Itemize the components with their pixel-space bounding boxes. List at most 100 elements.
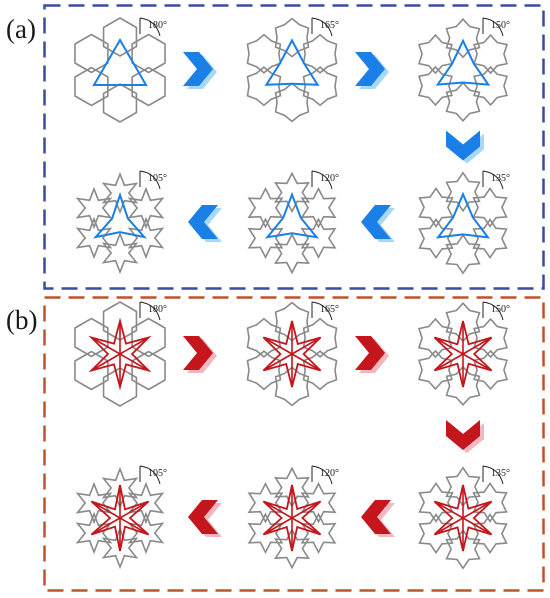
tile-outline [300, 217, 337, 260]
angle-label: 105° [148, 468, 167, 479]
stage-3 [417, 18, 509, 122]
angle-label: 180° [148, 304, 167, 315]
tile-outline [74, 33, 109, 74]
tile-outline [445, 81, 481, 122]
highlight-spoke [91, 336, 121, 355]
angle-label: 180° [148, 20, 167, 31]
arrow-3-4 [446, 130, 484, 164]
highlight-spoke [434, 336, 464, 355]
angle-arc-icon [311, 301, 333, 321]
panel-b-stages: 180° 165° 150° 135° 120° 105° [74, 301, 510, 570]
panel-b-label: (b) [6, 305, 38, 335]
angle-2: 165° [311, 301, 339, 321]
highlight-spoke [91, 517, 121, 536]
angle-5: 120° [311, 170, 339, 190]
angle-4: 135° [482, 465, 510, 485]
arrow-2-3 [355, 52, 389, 89]
highlight-spoke [434, 353, 464, 372]
angle-1: 180° [139, 17, 167, 37]
angle-label: 150° [491, 304, 510, 315]
tile-outline [445, 233, 481, 275]
highlight-spoke [291, 517, 321, 536]
arrow-chevron-icon [188, 205, 218, 239]
angle-label: 135° [491, 468, 510, 479]
angle-arc-icon [482, 17, 504, 37]
arrow-chevron-icon [355, 52, 385, 86]
highlight-spoke [119, 517, 149, 536]
highlight-spoke [91, 500, 121, 519]
arrow-chevron-icon [183, 52, 213, 86]
stage-6 [75, 466, 165, 570]
tile-outline [246, 66, 282, 107]
panel-b: 180° 165° 150° 135° 120° 105° [43, 296, 545, 592]
tile-outline [127, 186, 165, 230]
arrow-chevron-icon [446, 130, 480, 161]
highlight-triangle [92, 37, 148, 86]
arrow-chevron-icon [361, 205, 391, 239]
highlight-spoke [119, 353, 149, 372]
tile-outline [445, 18, 481, 59]
arrow-chevron-icon [188, 500, 218, 534]
tile-outline [472, 218, 508, 260]
highlight-spoke [462, 500, 492, 519]
stage-3 [417, 302, 509, 406]
stage-5 [247, 171, 337, 275]
tile-outline [74, 66, 109, 107]
angle-label: 165° [320, 304, 339, 315]
angle-arc-icon [139, 170, 161, 190]
arrow-1-2 [183, 336, 217, 373]
highlight-spoke [263, 500, 293, 519]
highlight-triangle [435, 191, 491, 239]
angle-1: 180° [139, 301, 167, 321]
highlight-spoke [434, 517, 464, 536]
tile-outline [131, 33, 166, 74]
tile-outline [131, 66, 166, 107]
stage-5 [247, 466, 337, 570]
highlight-spoke [291, 500, 321, 519]
tile-outline [102, 17, 138, 57]
highlight-spoke [263, 353, 293, 372]
tile-outline [127, 216, 165, 260]
arrow-4-5 [361, 500, 395, 537]
highlight-triangle [264, 191, 320, 239]
tile-outline [274, 232, 310, 275]
angle-2: 165° [311, 17, 339, 37]
angle-label: 135° [491, 173, 510, 184]
arrow-3-4 [446, 420, 484, 453]
angle-6: 105° [139, 465, 167, 485]
highlight-spoke [91, 353, 121, 372]
arrow-4-5 [361, 205, 395, 242]
arrow-5-6 [188, 500, 222, 537]
tile-outline [418, 218, 454, 260]
tile-outline [300, 186, 337, 229]
angle-arc-icon [482, 170, 504, 190]
panel-a-border [43, 4, 545, 290]
angle-6: 105° [139, 170, 167, 190]
angle-3: 150° [482, 301, 510, 321]
stage-4 [418, 171, 508, 275]
highlight-triangle [93, 191, 147, 239]
angle-label: 105° [148, 173, 167, 184]
panel-a-stages: 180° 165° 150° 135° 120° 105° [74, 17, 510, 275]
angle-arc-icon [139, 17, 161, 37]
tile-outline [247, 186, 284, 229]
angle-arc-icon [311, 17, 333, 37]
highlight-triangle [435, 38, 491, 86]
stage-4 [418, 466, 508, 570]
stage-1 [74, 301, 166, 407]
angle-3: 150° [482, 17, 510, 37]
tile-outline [417, 65, 453, 107]
angle-4: 135° [482, 170, 510, 190]
angle-arc-icon [139, 465, 161, 485]
angle-5: 120° [311, 465, 339, 485]
tile-outline [101, 231, 139, 275]
highlight-spoke [462, 336, 492, 355]
stage-2 [246, 301, 338, 407]
tile-outline [101, 171, 139, 215]
angle-arc-icon [139, 301, 161, 321]
tile-outline [473, 65, 509, 107]
highlight-spoke [291, 353, 321, 372]
tile-outline [247, 217, 284, 260]
angle-label: 150° [491, 20, 510, 31]
angle-arc-icon [311, 465, 333, 485]
